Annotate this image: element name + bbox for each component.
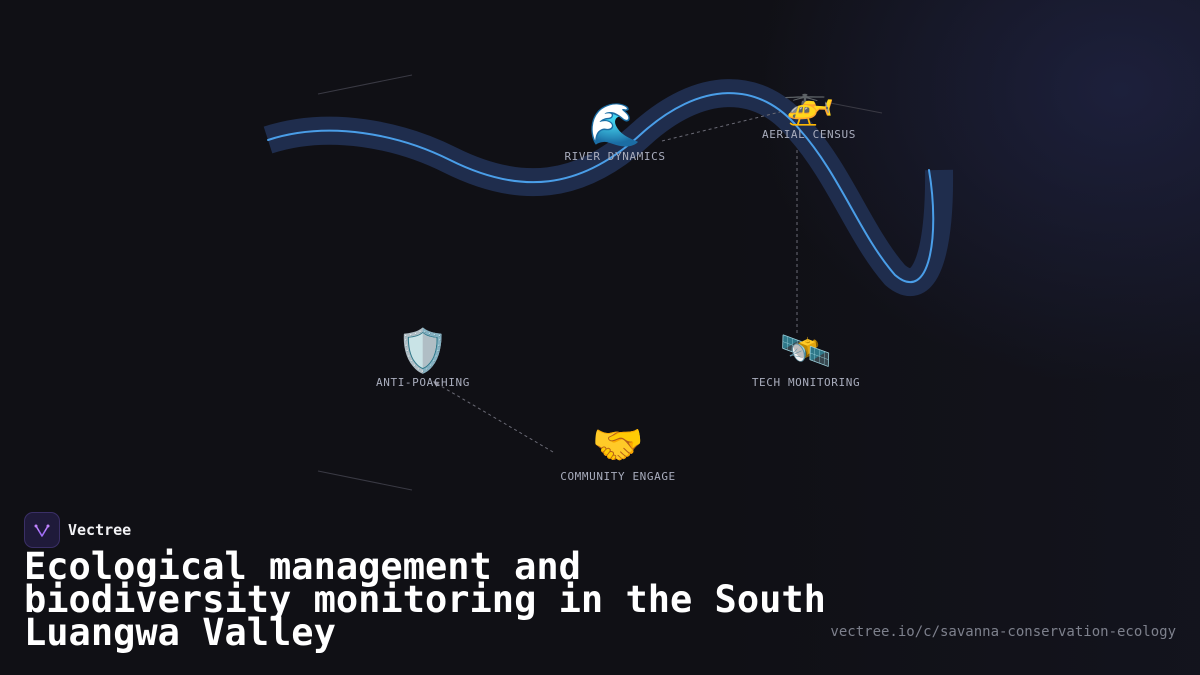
node-label: COMMUNITY ENGAGE — [560, 470, 676, 483]
connector-community-anti — [432, 381, 554, 453]
source-url[interactable]: vectree.io/c/savanna-conservation-ecolog… — [830, 624, 1176, 640]
node-aerial-census[interactable]: 🚁 AERIAL CENSUS — [729, 78, 889, 141]
node-label: TECH MONITORING — [751, 376, 861, 389]
node-community-engage[interactable]: 🤝 COMMUNITY ENGAGE — [538, 420, 698, 483]
node-label: AERIAL CENSUS — [762, 128, 856, 141]
vectree-logo-icon — [24, 512, 60, 548]
handshake-icon: 🤝 — [591, 420, 645, 469]
helicopter-icon: 🚁 — [782, 78, 836, 127]
brand[interactable]: Vectree — [24, 512, 131, 548]
node-label: ANTI-POACHING — [376, 376, 470, 389]
node-tech-monitoring[interactable]: 🛰️ TECH MONITORING — [726, 326, 886, 389]
river-line — [267, 92, 935, 284]
connector-river-aerial — [661, 111, 781, 142]
node-anti-poaching[interactable]: 🛡️ ANTI-POACHING — [343, 326, 503, 389]
decor-line — [824, 101, 883, 114]
node-label: RIVER DYNAMICS — [564, 150, 666, 163]
decor-line — [317, 74, 413, 95]
brand-name: Vectree — [68, 521, 132, 539]
satellite-icon: 🛰️ — [779, 326, 833, 375]
decor-line — [317, 470, 413, 491]
shield-icon: 🛡️ — [396, 326, 450, 375]
wave-icon: 🌊 — [588, 100, 642, 149]
page-title: Ecological management and biodiversity m… — [24, 545, 826, 654]
node-river-dynamics[interactable]: 🌊 RIVER DYNAMICS — [535, 100, 695, 163]
